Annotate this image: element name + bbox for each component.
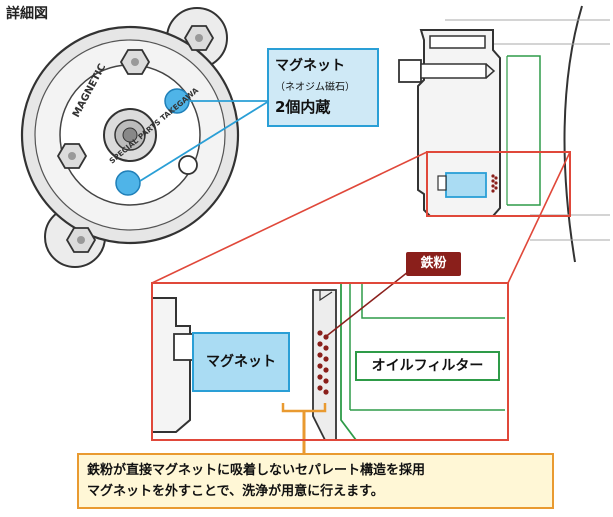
detail-border	[151, 282, 509, 441]
hex-bolt-top-left-center	[131, 58, 139, 66]
magnet-label-box: マグネット	[192, 332, 290, 392]
note-line-2: マグネットを外すことで、洗浄が用意に行えます。	[87, 484, 384, 499]
section-bolt-head	[398, 59, 422, 83]
filter-outline-detail-a	[340, 284, 357, 441]
note-line-1: 鉄粉が直接マグネットに吸着しないセパレート構造を採用	[87, 463, 426, 478]
filter-cover: MAGNETIC SPECIAL PARTS TAKEGAWA	[20, 7, 240, 268]
magnet-callout: マグネット （ネオジム磁石） 2個内蔵	[267, 48, 379, 127]
callout-line-3: 2個内蔵	[275, 98, 331, 116]
detail-marker-box	[426, 151, 571, 217]
section-magnet-cap	[437, 175, 447, 191]
separator-wall	[312, 289, 337, 441]
drain-plug	[178, 155, 198, 175]
engine-case-edge	[563, 5, 583, 263]
cover-center-hole	[122, 127, 138, 143]
filter-outline-detail-c	[361, 284, 505, 319]
section-iron-dots	[491, 174, 498, 193]
detail-magnet-cap	[173, 333, 195, 361]
section-bolt-shaft	[420, 63, 487, 79]
cross-section	[398, 5, 610, 263]
description-note: 鉄粉が直接マグネットに吸着しないセパレート構造を採用 マグネットを外すことで、洗…	[77, 453, 554, 509]
zoom-line-right	[507, 151, 571, 284]
callout-leader-lower	[139, 100, 270, 182]
section-bolt-tip	[485, 63, 496, 79]
detail-cover-profile	[152, 297, 191, 433]
iron-powder-label: 鉄粉	[406, 252, 461, 276]
oil-filter-label: オイルフィルター	[355, 351, 500, 381]
callout-line-1: マグネット	[275, 58, 345, 74]
callout-line-2: （ネオジム磁石）	[275, 82, 355, 93]
hex-bolt-bottom-center	[77, 236, 85, 244]
page-title: 詳細図	[6, 6, 48, 22]
hex-bolt-top-right-center	[195, 34, 203, 42]
section-magnet	[445, 172, 487, 198]
iron-powder-dots	[317, 330, 329, 395]
zoom-line-left	[151, 151, 428, 284]
separator-top-detail	[319, 290, 333, 302]
detail-enlargement	[151, 267, 509, 455]
iron-label-leader	[323, 267, 414, 339]
cover-lip	[429, 35, 486, 49]
magnet-dot-lower	[115, 170, 141, 196]
filter-outline-section	[507, 55, 541, 206]
hex-bolt-left-center	[68, 152, 76, 160]
